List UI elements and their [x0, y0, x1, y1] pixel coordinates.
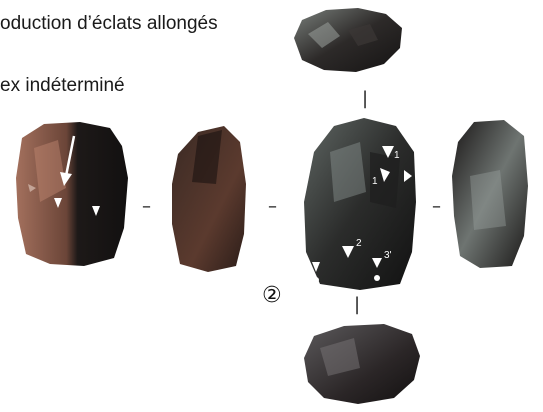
right-view-stone — [450, 116, 530, 270]
caption-line-1: oduction d’éclats allongés — [0, 13, 218, 35]
connector-left: – — [268, 196, 277, 217]
left-far-view-stone — [14, 118, 134, 268]
connector-right: – — [432, 196, 441, 217]
scar-label-3prime: 3' — [384, 250, 391, 261]
scar-label-1b: 1 — [372, 176, 378, 187]
left-view-stone — [168, 124, 248, 274]
panel-number: ② — [262, 282, 282, 308]
caption-line-2: ex indéterminé — [0, 75, 125, 97]
scar-label-2: 2 — [356, 238, 362, 249]
top-view-stone — [288, 0, 408, 80]
connector-top: | — [362, 88, 368, 109]
bottom-view-stone — [300, 318, 424, 406]
connector-left-far: – — [142, 196, 151, 217]
connector-bottom: | — [354, 294, 360, 315]
main-view-stone: 1 1 2 3' — [300, 112, 420, 292]
scar-label-1a: 1 — [394, 150, 400, 161]
